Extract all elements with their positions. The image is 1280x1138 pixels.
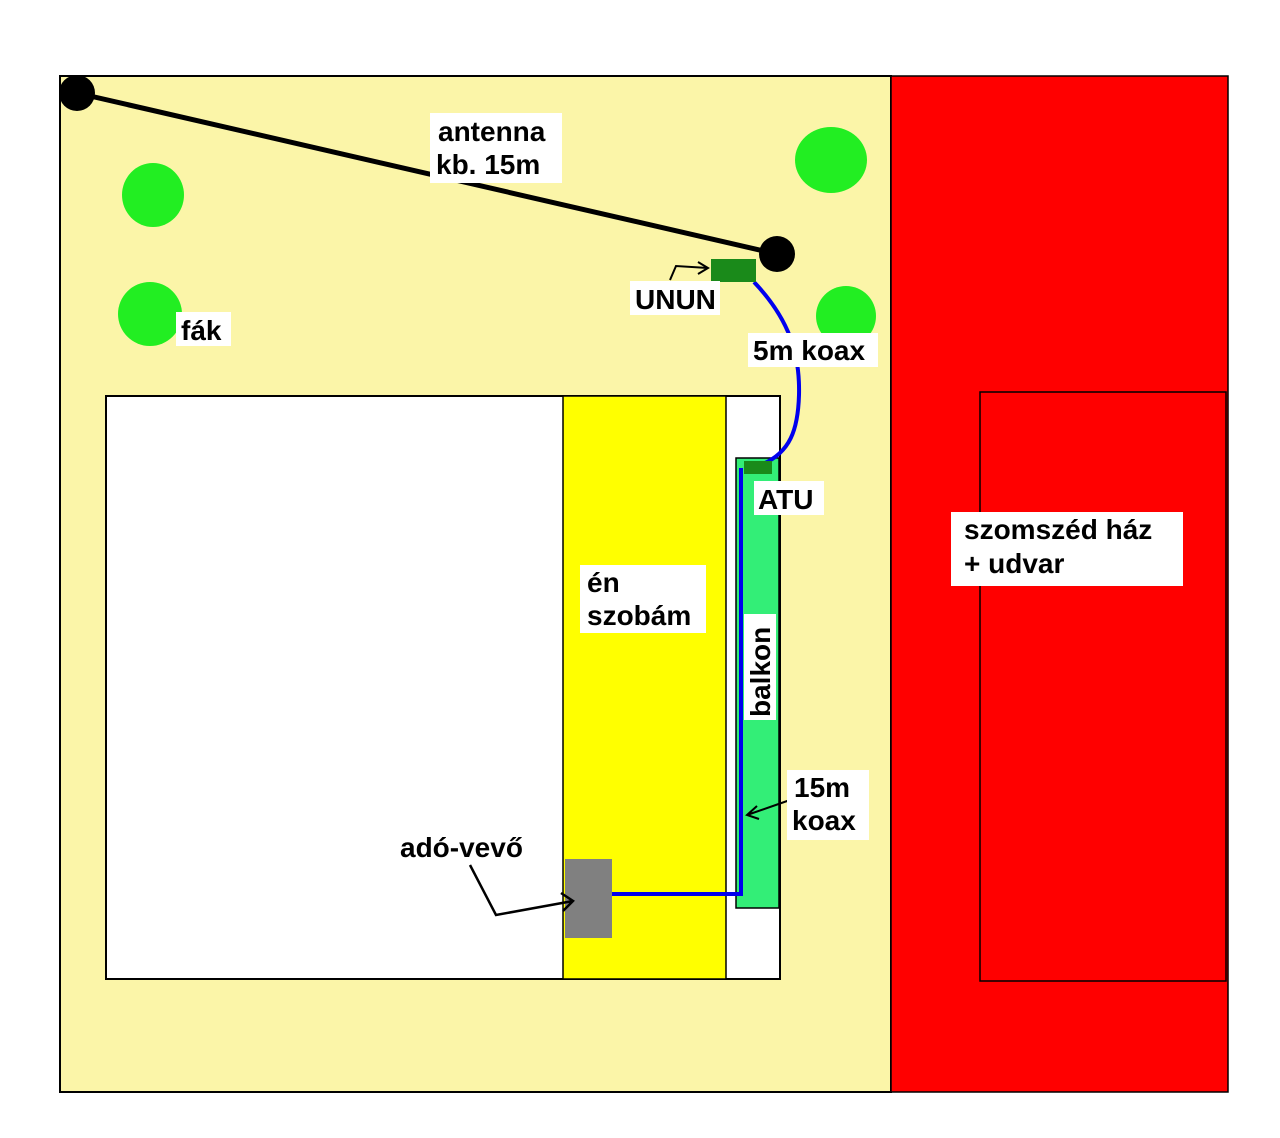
antenna-wire	[76, 90, 778, 257]
trees-label: fák	[181, 315, 222, 346]
neighbor-house	[979, 391, 1227, 982]
tree-icon-group	[118, 127, 876, 346]
unun-pointer-arrow-icon	[669, 261, 710, 281]
transceiver-box	[565, 859, 612, 938]
label-bg	[744, 614, 776, 720]
label-bg	[951, 512, 1183, 586]
antenna-endpoint-icon	[59, 75, 95, 111]
tree-icon	[122, 163, 184, 227]
neighbor-label-line1: szomszéd ház	[964, 514, 1152, 545]
coax-short-cable	[752, 280, 802, 466]
neighbor-label-line2: + udvar	[964, 548, 1064, 579]
transceiver-label: adó-vevő	[400, 832, 523, 863]
atu-label: ATU	[758, 484, 813, 515]
coax-long-cable	[611, 468, 743, 896]
atu-box	[744, 461, 772, 474]
room-label-line1: én	[587, 567, 620, 598]
tree-icon	[795, 127, 867, 193]
label-bg	[580, 565, 706, 633]
balcony-label: balkon	[745, 627, 776, 717]
unun-box	[711, 259, 756, 282]
unun-label: UNUN	[635, 284, 716, 315]
label-bg	[748, 333, 878, 367]
room-label-line2: szobám	[587, 600, 691, 631]
tree-icon	[816, 286, 876, 346]
label-bg	[630, 281, 720, 315]
tree-icon	[118, 282, 182, 346]
transceiver-pointer-arrow-icon	[468, 864, 575, 917]
coax-long-label-line1: 15m	[794, 772, 850, 803]
label-bg	[754, 481, 824, 515]
coax-short-label: 5m koax	[753, 335, 865, 366]
label-bg	[430, 113, 562, 183]
coax-pointer-arrow-icon	[745, 799, 791, 820]
antenna-label-line2: kb. 15m	[436, 149, 540, 180]
label-bg	[176, 312, 231, 346]
antenna-label-line1: antenna	[438, 116, 546, 147]
label-bg	[396, 830, 538, 864]
coax-long-label-line2: koax	[792, 805, 856, 836]
antenna-endpoint-icon	[759, 236, 795, 272]
label-bg	[787, 770, 869, 840]
